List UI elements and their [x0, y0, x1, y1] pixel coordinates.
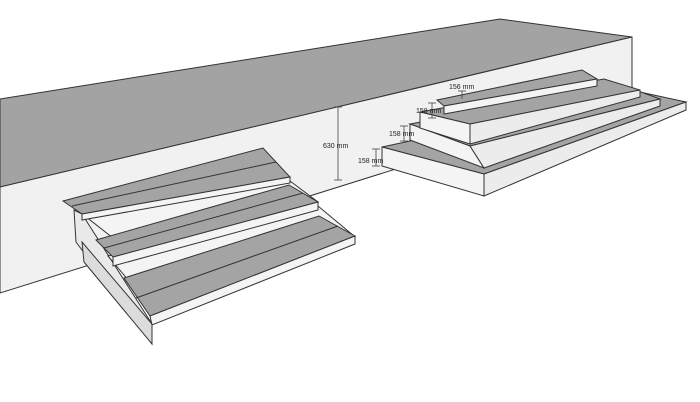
- right-tier-3-front-right: [469, 89, 641, 145]
- label-platform-height: 630 mm: [323, 143, 348, 150]
- label-riser-1: 158 mm: [358, 158, 383, 165]
- left-tread-top-board-seam: [71, 161, 277, 207]
- right-tier-4-front: [443, 78, 598, 115]
- right-steps: [381, 69, 688, 197]
- dimension-annotations: [334, 90, 466, 181]
- right-tier-2-front-right: [469, 98, 661, 169]
- left-tread-middle-board-seam: [103, 192, 304, 249]
- left-steps: [61, 147, 357, 346]
- label-riser-3: 158 mm: [416, 108, 441, 115]
- left-steps-lower-side: [81, 240, 153, 346]
- left-tread-bottom-nosing: [149, 235, 356, 326]
- left-tread-middle-nosing: [112, 201, 319, 267]
- left-tread-top-nosing: [81, 176, 291, 221]
- right-tier-1-front-right: [483, 101, 687, 197]
- label-riser-4: 156 mm: [449, 84, 474, 91]
- label-riser-2: 158 mm: [389, 131, 414, 138]
- left-tread-bottom-board-seam: [135, 225, 339, 299]
